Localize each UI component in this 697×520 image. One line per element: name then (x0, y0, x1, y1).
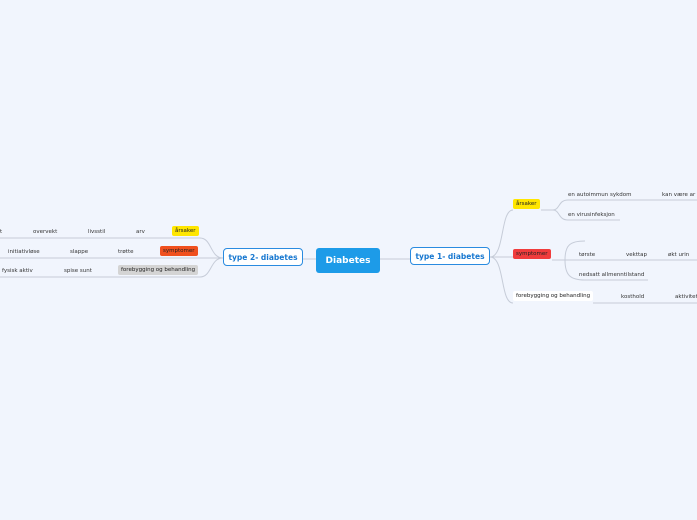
t2-symptoms-tag[interactable]: symptomer (160, 246, 198, 256)
t1-causes-tag[interactable]: årsaker (513, 199, 540, 209)
t2-cause[interactable]: overvekt (33, 229, 58, 235)
t1-symptom[interactable]: økt urin (668, 252, 690, 258)
t2-cause[interactable]: arv (136, 229, 145, 235)
t2-cause[interactable]: livsstil (88, 229, 106, 235)
t2-symptom[interactable]: slappe (70, 249, 89, 255)
t2-symptom[interactable]: initiativløse (8, 249, 40, 255)
t1-symptom[interactable]: tørste (579, 252, 596, 258)
t1-symptom[interactable]: nedsatt allmenntilstand (579, 272, 645, 278)
t2-symptom[interactable]: trøtte (118, 249, 134, 255)
topic-type2-diabetes[interactable]: type 2- diabetes (223, 248, 303, 266)
t2-prevention[interactable]: spise sunt (64, 268, 92, 274)
t1-cause[interactable]: kan være ar (662, 192, 696, 198)
t1-symptoms-tag[interactable]: symptomer (513, 249, 551, 259)
t2-prevention[interactable]: fysisk aktiv (2, 268, 33, 274)
t1-prevention[interactable]: kosthold (621, 294, 645, 300)
t1-cause[interactable]: en virusinfeksjon (568, 212, 615, 218)
t1-cause[interactable]: en autoimmun sykdom (568, 192, 632, 198)
t2-causes-tag[interactable]: årsaker (172, 226, 199, 236)
topic-type1-diabetes[interactable]: type 1- diabetes (410, 247, 490, 265)
t2-prevention-tag[interactable]: forebygging og behandling (118, 265, 199, 275)
t2-cause[interactable]: t (0, 229, 3, 235)
t1-symptom[interactable]: vekttap (626, 252, 647, 258)
t1-prevention-tag[interactable]: forebygging og behandling (513, 291, 594, 301)
central-topic[interactable]: Diabetes (316, 248, 380, 273)
t1-prevention[interactable]: aktivitet (675, 294, 697, 300)
